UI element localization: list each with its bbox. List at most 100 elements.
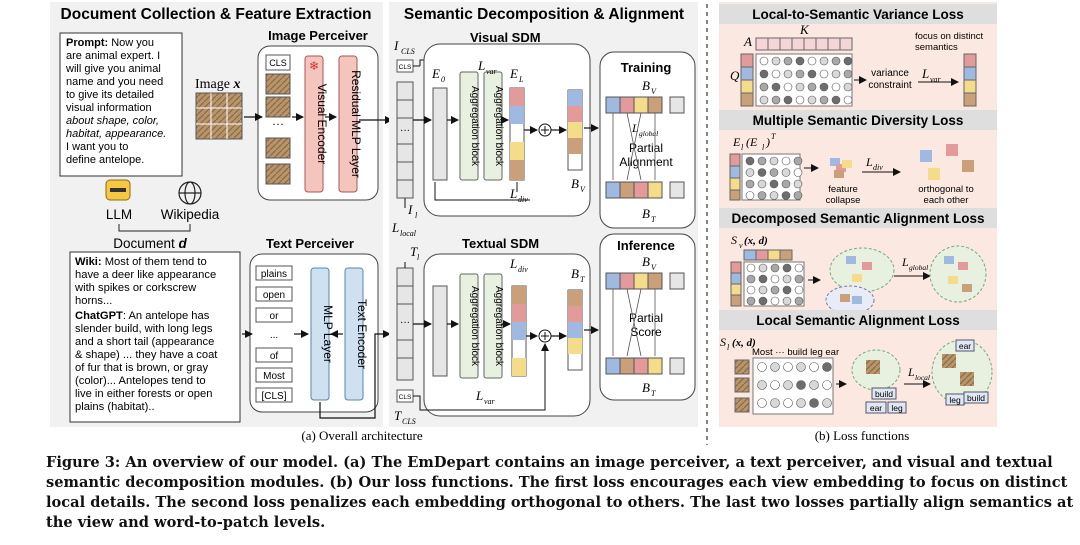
- svg-text:···: ···: [400, 318, 410, 329]
- svg-text:L: L: [518, 75, 524, 84]
- attention-dot: [795, 69, 805, 79]
- attention-dot: [793, 179, 803, 189]
- svg-text:to give its detailed: to give its detailed: [66, 89, 154, 101]
- svg-text:ear: ear: [959, 341, 971, 351]
- llm-label: LLM: [106, 207, 132, 222]
- attention-dot: [759, 82, 769, 92]
- attention-dot: [807, 95, 817, 105]
- svg-text:CLS: CLS: [269, 58, 287, 68]
- image-patch: [265, 73, 291, 95]
- orthogonal-icon: [920, 144, 974, 180]
- attention-dot: [831, 82, 841, 92]
- training-bt-row: [605, 181, 685, 199]
- svg-text:0: 0: [441, 75, 445, 84]
- attention-dot: [822, 398, 832, 408]
- caption-line: Figure 3: An overview of our model. (a) …: [46, 454, 1053, 471]
- svg-text:T: T: [651, 215, 656, 224]
- svg-text:L: L: [901, 255, 909, 269]
- svg-text:S: S: [731, 233, 737, 247]
- attention-dot: [843, 95, 853, 105]
- wikipedia-icon: [178, 181, 202, 205]
- svg-text:global: global: [909, 263, 928, 272]
- svg-text:L: L: [631, 121, 639, 135]
- image-label: Image x: [195, 77, 240, 92]
- svg-text:Aggregation block: Aggregation block: [493, 86, 504, 167]
- svg-text:Residual MLP Layer: Residual MLP Layer: [349, 70, 363, 178]
- loss3-similarity-dots: [746, 263, 804, 306]
- svg-text:L: L: [907, 365, 915, 379]
- architecture-figure: Document Collection & Feature Extraction…: [50, 2, 997, 445]
- attention-dot: [745, 156, 755, 166]
- attention-dot: [782, 274, 792, 284]
- attention-dot: [819, 82, 829, 92]
- attention-dot: [819, 95, 829, 105]
- attention-dot: [782, 285, 792, 295]
- svg-text:B: B: [642, 254, 650, 269]
- svg-text:live in either forests or open: live in either forests or open: [75, 388, 212, 400]
- svg-text:CLS: CLS: [399, 394, 412, 401]
- figure-caption: Figure 3: An overview of our model. (a) …: [46, 453, 1073, 533]
- attention-dot: [757, 380, 767, 390]
- svg-text:V: V: [651, 263, 657, 272]
- loss4-column-labels: Most ··· build leg ear: [752, 347, 839, 358]
- attention-dot: [758, 285, 768, 295]
- attention-dot: [781, 168, 791, 177]
- svg-text:Aggregation block: Aggregation block: [493, 286, 504, 367]
- svg-text:(color)... Antelopes tend to: (color)... Antelopes tend to: [75, 375, 206, 387]
- attention-dot: [771, 82, 781, 92]
- attention-dot: [771, 69, 781, 79]
- t0-embeddings: [432, 285, 448, 377]
- attention-dot: [809, 362, 819, 372]
- svg-text:l: l: [415, 211, 418, 220]
- attention-dot: [796, 362, 806, 372]
- textual-sdm-title: Textual SDM: [462, 236, 539, 251]
- attention-dot: [781, 191, 791, 200]
- attention-dot: [758, 263, 768, 273]
- svg-text:plains: plains: [261, 269, 287, 280]
- caption-line: semantic decomposition modules. (b) Our …: [46, 474, 1068, 491]
- inference-bv-row: [605, 272, 685, 290]
- svg-text:build: build: [875, 389, 893, 399]
- svg-text:Wiki: Most of them tend to: Wiki: Most of them tend to: [75, 256, 207, 268]
- svg-text:(E: (E: [746, 135, 758, 149]
- svg-text:orthogonal to: orthogonal to: [918, 184, 973, 195]
- svg-text:leg: leg: [891, 403, 903, 413]
- wikipedia-label: Wikipedia: [161, 207, 220, 222]
- svg-text:I: I: [407, 202, 413, 217]
- svg-text:T: T: [771, 132, 776, 141]
- svg-text:variance: variance: [871, 68, 909, 79]
- svg-text:Local Semantic Alignment Loss: Local Semantic Alignment Loss: [756, 313, 960, 328]
- attention-dot: [769, 191, 779, 200]
- image-patch: [265, 96, 291, 118]
- svg-text:var: var: [486, 67, 498, 76]
- attention-dot: [783, 362, 793, 372]
- attention-dot: [770, 296, 780, 306]
- attention-dot: [771, 95, 781, 105]
- svg-text:L: L: [477, 58, 485, 73]
- svg-text:CLS: CLS: [401, 47, 415, 56]
- attention-dot: [831, 56, 841, 66]
- attention-dot: [822, 362, 832, 372]
- attention-dot: [770, 263, 780, 273]
- loss1-key-row: [755, 37, 853, 51]
- svg-text:will give you animal: will give you animal: [65, 63, 161, 75]
- loss3-query-column: [730, 261, 742, 307]
- loss4-cluster-b: ear leg build: [931, 339, 993, 406]
- attention-dot: [757, 398, 767, 408]
- svg-text:horns...: horns...: [75, 295, 112, 307]
- attention-dot: [794, 285, 804, 295]
- attention-dot: [771, 56, 781, 66]
- attention-dot: [745, 179, 755, 189]
- svg-text:Local-to-Semantic Variance Los: Local-to-Semantic Variance Loss: [752, 7, 964, 22]
- svg-text:Visual Encoder: Visual Encoder: [315, 84, 329, 165]
- svg-text:V: V: [580, 185, 586, 194]
- svg-text:plains (habitat)..: plains (habitat)..: [75, 401, 155, 413]
- attention-dot: [759, 56, 769, 66]
- svg-text:leg: leg: [949, 395, 961, 405]
- svg-text:CLS: CLS: [399, 64, 412, 71]
- svg-text:A: A: [743, 34, 752, 49]
- attention-dot: [794, 296, 804, 306]
- image-patch: [265, 137, 291, 159]
- attention-dot: [809, 380, 819, 390]
- textual-input-tokens: T l ··· CLS T CLS: [394, 244, 420, 426]
